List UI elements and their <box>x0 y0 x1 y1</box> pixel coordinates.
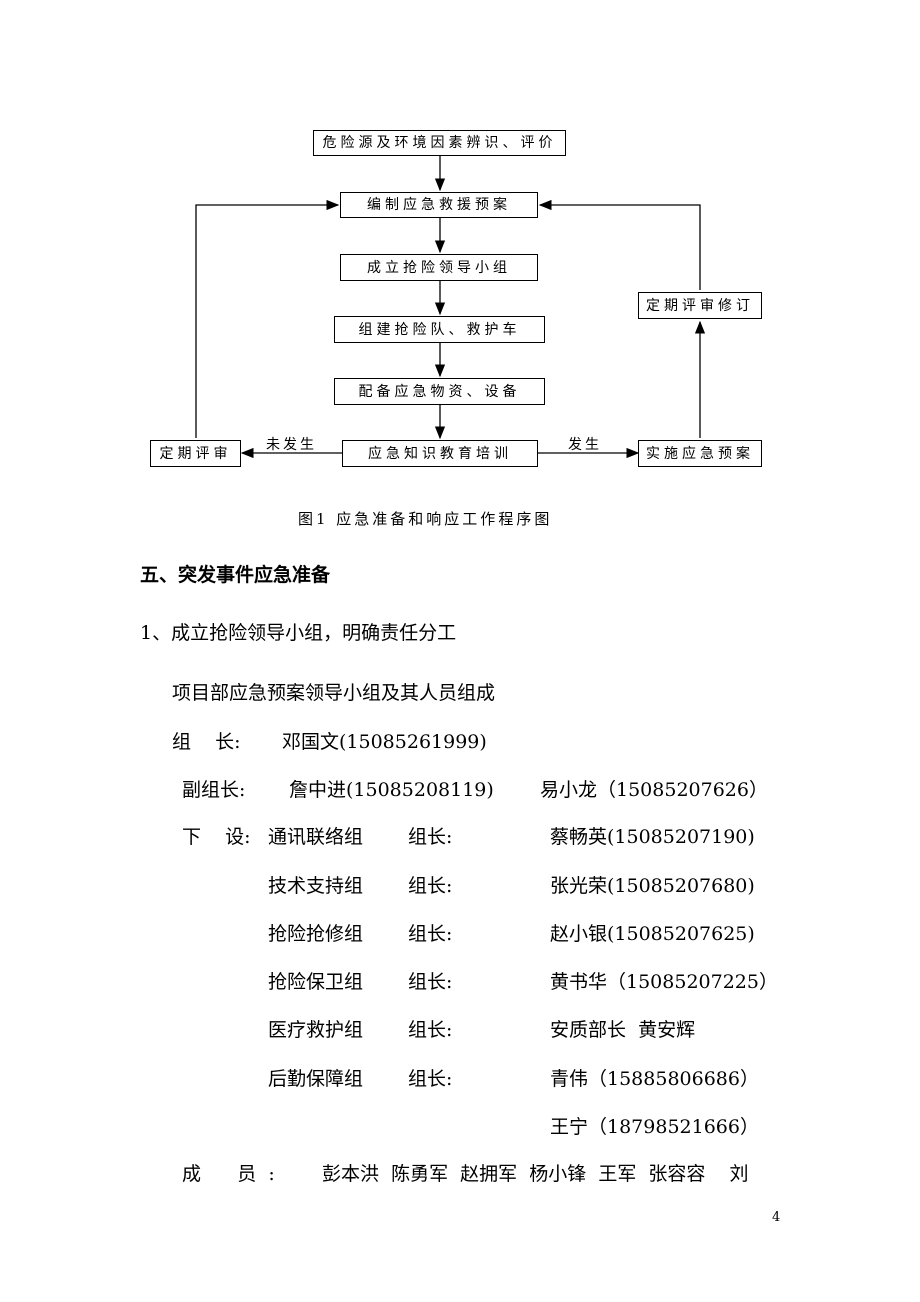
box-identify: 危险源及环境因素辨识、评价 <box>313 130 566 156</box>
box-training: 应急知识教育培训 <box>342 440 538 467</box>
arrow-review-compile <box>195 199 340 438</box>
deputy-label: 副组长: <box>182 779 246 801</box>
subgroup-role: 组长: <box>408 923 453 945</box>
leader-label: 组 长: <box>172 731 241 753</box>
arrow-revise-compile <box>538 199 701 290</box>
edge-label-not-occurred: 未发生 <box>266 437 317 453</box>
deputy-value-2: 易小龙（15085207626） <box>540 779 768 801</box>
subgroup-extra-person: 王宁（18798521666） <box>550 1116 759 1138</box>
section-intro: 项目部应急预案领导小组及其人员组成 <box>172 682 496 704</box>
flowchart-connectors <box>195 155 706 459</box>
members-label: 成 员 : <box>182 1163 275 1185</box>
leader-value: 邓国文(15085261999) <box>282 731 487 753</box>
subgroup-person: 黄书华（15085207225） <box>550 971 778 993</box>
members-value: 彭本洪 陈勇军 赵拥军 杨小锋 王军 张容容 刘 <box>322 1163 749 1185</box>
subgroup-person: 张光荣(15085207680) <box>550 875 755 897</box>
subgroup-person: 蔡畅英(15085207190) <box>550 826 755 848</box>
subgroup-name: 抢险抢修组 <box>268 923 364 945</box>
section-heading: 五、突发事件应急准备 <box>140 564 331 586</box>
subgroup-role: 组长: <box>408 826 453 848</box>
subgroup-name: 技术支持组 <box>268 875 364 897</box>
page-number: 4 <box>772 1210 781 1225</box>
subgroup-role: 组长: <box>408 875 453 897</box>
subgroup-role: 组长: <box>408 1019 453 1041</box>
figure-caption: 图1 应急准备和响应工作程序图 <box>298 510 553 528</box>
subgroup-person: 安质部长 黄安辉 <box>550 1019 696 1041</box>
box-compile: 编制应急救援预案 <box>340 192 538 218</box>
subgroup-person: 青伟（15885806686） <box>550 1068 759 1090</box>
subgroup-name: 医疗救护组 <box>268 1019 364 1041</box>
subgroup-role: 组长: <box>408 1068 453 1090</box>
box-team: 组建抢险队、救护车 <box>334 316 545 343</box>
deputy-value-1: 詹中进(15085208119) <box>289 779 494 801</box>
box-implement: 实施应急预案 <box>638 440 762 467</box>
box-supplies: 配备应急物资、设备 <box>334 378 545 405</box>
subgroup-name: 抢险保卫组 <box>268 971 364 993</box>
box-review: 定期评审 <box>150 440 241 467</box>
edge-label-occurred: 发生 <box>568 437 602 453</box>
box-leadership: 成立抢险领导小组 <box>340 254 538 281</box>
section-subheading: 1、成立抢险领导小组，明确责任分工 <box>140 622 457 644</box>
subgroup-role: 组长: <box>408 971 453 993</box>
subgroups-label: 下 设: <box>182 826 251 848</box>
subgroup-name: 后勤保障组 <box>268 1068 364 1090</box>
subgroup-person: 赵小银(15085207625) <box>550 923 755 945</box>
subgroup-name: 通讯联络组 <box>268 826 364 848</box>
box-revise: 定期评审修订 <box>638 292 762 319</box>
